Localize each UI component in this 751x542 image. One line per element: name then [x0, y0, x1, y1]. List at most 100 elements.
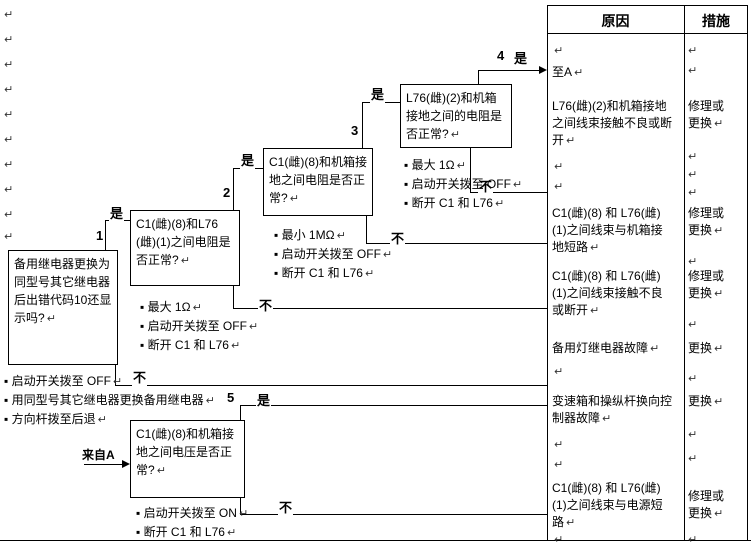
connector-line [478, 70, 539, 71]
pilcrow-icon: ↵ [554, 45, 564, 57]
measure-text: 修理或更换 [688, 489, 725, 520]
cause-cell: C1(雌)(8) 和 L76(雌)(1)之间线束接触不良或断开↵ [552, 268, 672, 320]
flow-arrow-icon [539, 66, 547, 74]
no-label: 不 [258, 295, 274, 314]
pilcrow-icon: ↵ [4, 84, 14, 96]
pilcrow-icon: ↵ [4, 34, 14, 46]
cause-cell: C1(雌)(8) 和 L76(雌)(1)之间线束与机箱接地短路↵ [552, 205, 672, 257]
yes-label: 是 [256, 390, 272, 409]
pilcrow-icon: ↵ [688, 319, 698, 331]
pilcrow-icon: ↵ [554, 161, 564, 173]
pilcrow-icon: ↵ [4, 59, 14, 71]
connector-line [547, 33, 748, 34]
pilcrow-icon: ↵ [650, 343, 660, 355]
connector-line [233, 286, 234, 309]
pilcrow-icon: ↵ [566, 517, 576, 529]
pilcrow-icon: ↵ [590, 305, 600, 317]
no-label: 不 [478, 176, 494, 195]
pilcrow-icon: ↵ [688, 65, 698, 77]
pilcrow-icon: ↵ [156, 465, 166, 477]
pilcrow-icon: ↵ [192, 302, 202, 314]
pilcrow-icon: ↵ [688, 256, 698, 268]
measure-text: 修理或更换 [688, 99, 725, 130]
measure-cell: 修理或更换↵ [688, 488, 732, 523]
pilcrow-icon: ↵ [554, 534, 564, 542]
pilcrow-icon: ↵ [714, 288, 724, 300]
cause-text: 备用灯继电器故障 [552, 341, 649, 355]
from-a-arrow-icon [122, 460, 130, 468]
no-label: 不 [278, 497, 294, 516]
connector-line [362, 102, 363, 148]
no-label: 不 [390, 228, 406, 247]
pilcrow-icon: ↵ [566, 135, 576, 147]
connector-line [240, 514, 547, 515]
connector-line [84, 464, 124, 465]
pilcrow-icon: ↵ [4, 9, 14, 21]
pilcrow-icon: ↵ [226, 527, 237, 539]
note-line: ▪ 启动开关拨至 OFF↵ [4, 374, 123, 388]
yes-label: 是 [240, 150, 256, 169]
pilcrow-icon: ↵ [688, 534, 698, 542]
connector-line [240, 498, 241, 515]
step-number: 2 [222, 185, 232, 200]
yes-label: 是 [109, 203, 125, 222]
connector-line [366, 243, 547, 244]
cause-text: C1(雌)(8) 和 L76(雌)(1)之间线束与机箱接地短路 [552, 206, 663, 254]
pilcrow-icon: ↵ [590, 242, 600, 254]
note-line: ▪ 用同型号其它继电器更换备用继电器↵ [4, 393, 215, 407]
connector-line [240, 405, 241, 421]
cause-text: C1(雌)(8) 和 L76(雌)(1)之间线束与电源短路 [552, 481, 663, 529]
pilcrow-icon: ↵ [688, 151, 698, 163]
pilcrow-icon: ↵ [554, 181, 564, 193]
yes-label: 是 [513, 48, 529, 67]
note-line: ▪ 断开 C1 和 L76↵ [274, 266, 375, 280]
pilcrow-icon: ↵ [554, 459, 564, 471]
connector-line [478, 70, 479, 84]
pilcrow-icon: ↵ [714, 225, 724, 237]
connector-line [0, 540, 751, 541]
pilcrow-icon: ↵ [714, 396, 724, 408]
pilcrow-icon: ↵ [450, 129, 460, 141]
cause-text: 至A [552, 65, 573, 79]
decision-text: 备用继电器更换为同型号其它继电器后出错代码10还显示吗? [14, 257, 112, 325]
pilcrow-icon: ↵ [4, 231, 14, 243]
note-line: ▪ 启动开关拨至 ON↵ [136, 506, 249, 520]
pilcrow-icon: ↵ [688, 169, 698, 181]
connector-line [105, 220, 106, 250]
cause-cell: 至A↵ [552, 64, 672, 82]
cause-column-header: 原因 [601, 13, 630, 29]
connector-line [233, 308, 547, 309]
measure-column-header: 措施 [702, 13, 730, 29]
pilcrow-icon: ↵ [238, 508, 249, 520]
connector-line [233, 168, 234, 210]
pilcrow-icon: ↵ [4, 184, 14, 196]
note-line: ▪ 断开 C1 和 L76↵ [404, 196, 505, 210]
measure-cell: 修理或更换↵ [688, 268, 732, 303]
measure-text: 更换 [688, 341, 713, 355]
decision-box-2: C1(雌)(8)和L76 (雌)(1)之间电阻是否正常?↵ [130, 210, 240, 286]
pilcrow-icon: ↵ [97, 414, 107, 426]
pilcrow-icon: ↵ [180, 255, 190, 267]
decision-box-4: L76(雌)(2)和机箱接地之间的电阻是否正常?↵ [400, 84, 512, 148]
pilcrow-icon: ↵ [248, 321, 259, 333]
note-line: ▪ 启动开关拨至 OFF↵ [274, 247, 393, 261]
pilcrow-icon: ↵ [4, 159, 14, 171]
note-line: ▪ 启动开关拨至 OFF↵ [140, 319, 259, 333]
pilcrow-icon: ↵ [602, 413, 612, 425]
pilcrow-icon: ↵ [494, 198, 505, 210]
step-number: 4 [496, 48, 506, 63]
pilcrow-icon: ↵ [714, 118, 724, 130]
pilcrow-icon: ↵ [4, 134, 14, 146]
pilcrow-icon: ↵ [714, 343, 724, 355]
connector-line [747, 5, 748, 541]
decision-box-3: C1(雌)(8)和机箱接地之间电阻是否正常?↵ [263, 148, 373, 216]
note-line: ▪ 方向杆拨至后退↵ [4, 412, 107, 426]
pilcrow-icon: ↵ [512, 179, 523, 191]
no-label: 不 [132, 367, 148, 386]
measure-cell: 更换↵ [688, 340, 732, 358]
pilcrow-icon: ↵ [714, 508, 724, 520]
connector-line [240, 405, 547, 406]
note-line: ▪ 断开 C1 和 L76↵ [136, 525, 237, 539]
measure-text: 更换 [688, 394, 713, 408]
